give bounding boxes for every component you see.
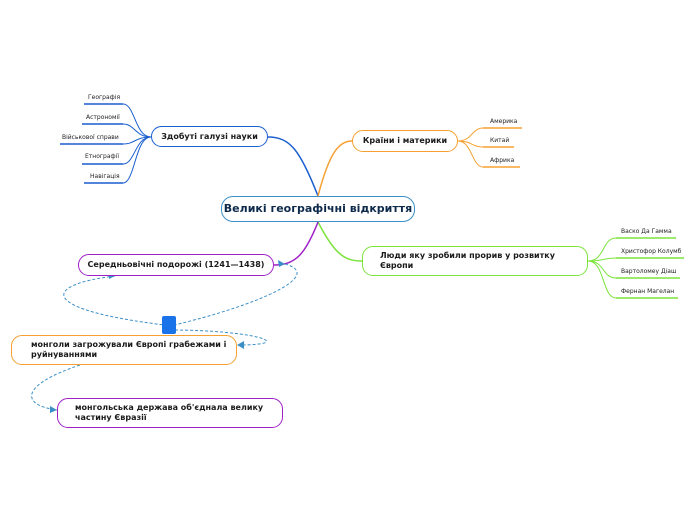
link-lyudy (317, 221, 363, 262)
relationship-seredn-loop-left (63, 275, 166, 326)
link-krainy (317, 140, 353, 197)
leaf-amerika[interactable]: Америка (490, 118, 518, 125)
attachment-icon[interactable] (162, 316, 176, 334)
link-zdobuti (267, 136, 319, 197)
floating-topic-derzh[interactable]: монгольська держава об'єднала велику час… (57, 398, 283, 428)
topic-zdobuti[interactable]: Здобуті галузі науки (151, 126, 268, 147)
link-leaf-magelan (587, 260, 617, 299)
relationship-seredn-loop-right (169, 263, 298, 327)
leaf-vasko-da-gama[interactable]: Васко Да Гамма (621, 228, 672, 235)
leaf-etnografiyi[interactable]: Етнографії (85, 153, 119, 160)
relationship-mongoly-derzh (31, 364, 81, 411)
link-leaf-gama (587, 237, 617, 262)
relationship-mongoly-right (169, 329, 267, 346)
link-leaf-ethno (122, 136, 152, 165)
topic-seredn[interactable]: Середньовічні подорожі (1241—1438) (78, 254, 274, 276)
leaf-afryka[interactable]: Африка (490, 157, 515, 164)
leaf-kolumb[interactable]: Христофор Колумб (621, 248, 682, 255)
central-topic[interactable]: Великі географічні відкриття (221, 196, 415, 222)
topic-lyudy-label: Люди яку зробили прорив у розвитку Європ… (380, 251, 555, 270)
topic-lyudy[interactable]: Люди яку зробили прорив у розвитку Європ… (362, 246, 588, 276)
link-leaf-america (457, 127, 484, 142)
topic-zdobuti-label: Здобуті галузі науки (161, 131, 258, 141)
leaf-geografiya[interactable]: Географія (88, 94, 121, 101)
arrowhead-mongoly (237, 341, 244, 349)
floating-derzh-label: монгольська держава об'єднала велику час… (75, 403, 264, 422)
leaf-kytay[interactable]: Китай (490, 137, 510, 144)
topic-krainy[interactable]: Країни і материки (352, 130, 458, 152)
leaf-magelan[interactable]: Фернан Магелан (621, 288, 675, 295)
leaf-navigatsiya[interactable]: Навігація (90, 173, 120, 180)
link-seredn (273, 221, 319, 266)
link-leaf-columb (587, 257, 617, 262)
link-leaf-astro (122, 123, 152, 138)
floating-mongoly-label: монголи загрожували Європі грабежами і р… (31, 340, 227, 359)
link-leaf-geo (122, 103, 152, 138)
link-leaf-africa (457, 140, 484, 168)
leaf-viyskovoyi[interactable]: Військової справи (62, 134, 119, 141)
arrowhead-derzh (50, 406, 57, 413)
link-leaf-nav (122, 136, 152, 184)
topic-krainy-label: Країни і материки (362, 136, 448, 146)
arrowhead-seredn (278, 260, 285, 267)
leaf-astronomiyi[interactable]: Астрономії (86, 114, 120, 121)
leaf-diash[interactable]: Вартоломеу Діаш (621, 268, 677, 275)
topic-seredn-label: Середньовічні подорожі (1241—1438) (87, 260, 265, 270)
floating-topic-mongoly[interactable]: монголи загрожували Європі грабежами і р… (11, 335, 237, 365)
central-topic-label: Великі географічні відкриття (223, 202, 413, 216)
